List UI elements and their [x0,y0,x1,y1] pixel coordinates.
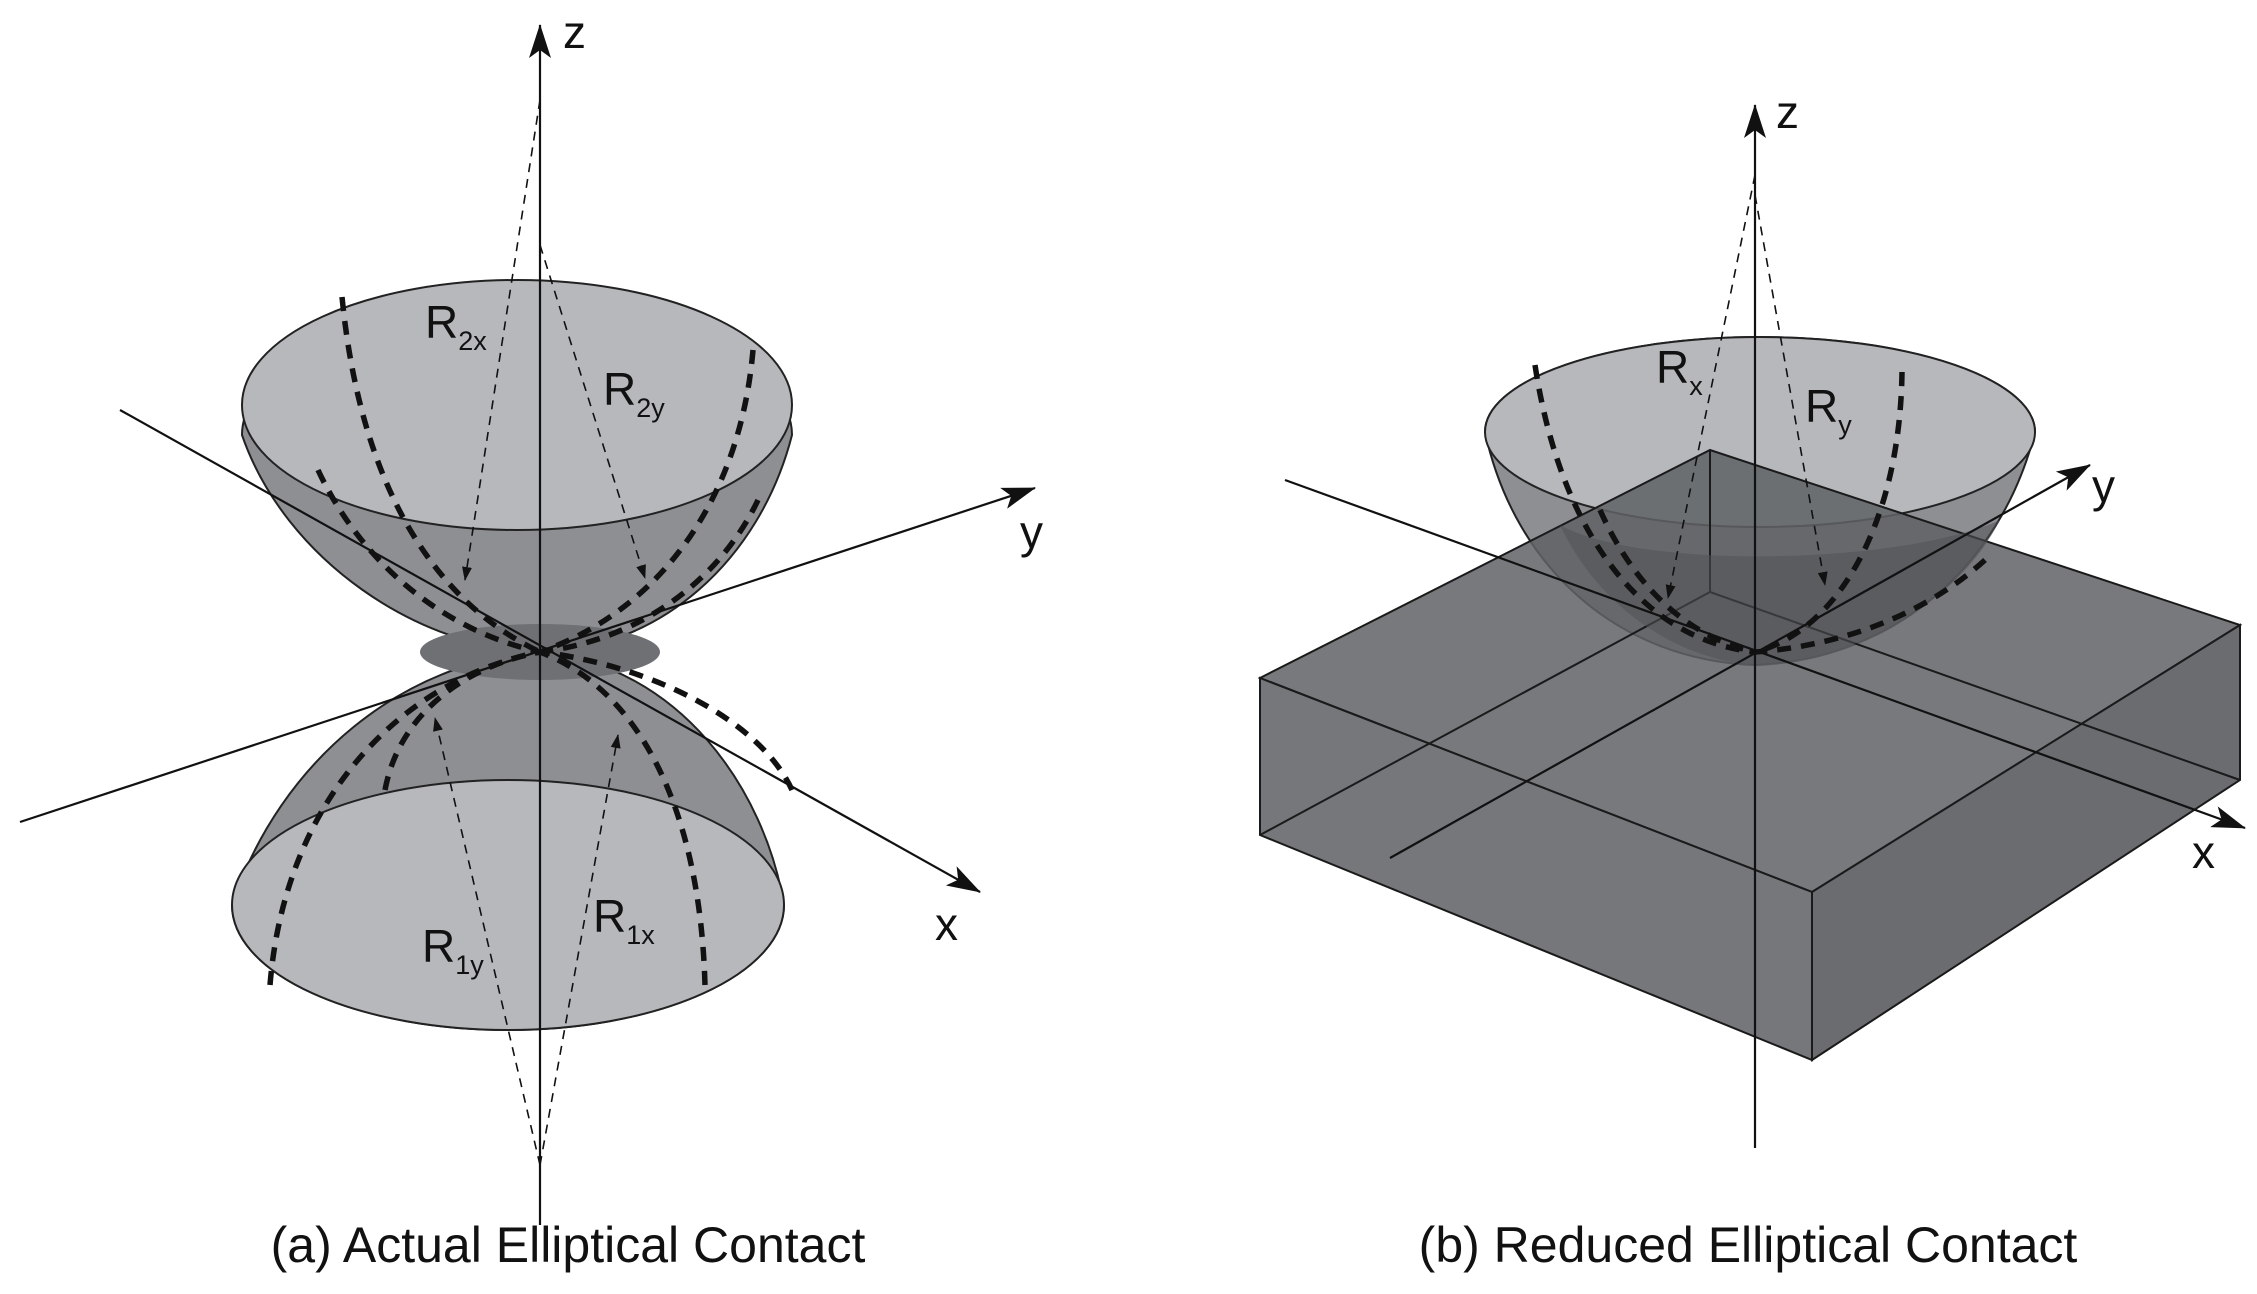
upper-body-face [241,279,793,531]
radius-line-r1y [433,717,541,1166]
radius-line-ry [1754,194,1828,586]
panel-a: z y x R2x R2y R1y R1x (a) Actual Ellipti… [19,6,1043,1273]
caption-a: (a) Actual Elliptical Contact [271,1217,866,1273]
radius-line-rx [1665,174,1756,599]
panel-b: z y x Rx Ry (b) Reduced Elliptical Conta… [1257,86,2246,1273]
y-axis-b [1389,464,2091,859]
upper-meridian-4 [539,498,761,655]
x-axis-label-b: x [2192,826,2215,878]
radius-label-r1x: R1x [593,890,655,950]
upper-meridian-2 [539,349,756,655]
radius-label-ry: Ry [1805,380,1852,440]
radius-label-r1y: R1y [422,920,484,980]
lower-meridian-2 [539,649,708,986]
upper-meridian-3 [315,468,541,655]
lower-meridian-1 [267,649,541,986]
z-axis-label-a: z [563,6,586,58]
radius-line-r2y [539,244,646,579]
radius-line-r2x [462,99,541,581]
box-hidden-edge-2 [1259,591,1711,836]
dome-meridian-4 [1754,557,1987,655]
dome-submerged [1560,520,2000,665]
y-axis-label-a: y [1020,506,1043,558]
dome-meridian-1 [1532,364,1756,655]
x-axis-a [119,409,981,893]
x-axis-b [1284,478,2246,830]
radius-label-r2y: R2y [603,363,665,423]
lower-meridian-4 [539,649,795,792]
z-axis-label-b: z [1776,86,1799,138]
dome-meridian-2 [1754,371,1905,655]
dome-meridian-3 [1597,508,1756,655]
lower-body-face [231,779,785,1031]
radius-label-r2x: R2x [425,296,487,356]
x-axis-label-a: x [935,898,958,950]
y-axis-label-b: y [2092,460,2115,512]
caption-b: (b) Reduced Elliptical Contact [1419,1217,2078,1273]
y-axis-a [19,486,1036,824]
radius-line-r1x [539,734,621,1166]
radius-label-rx: Rx [1656,341,1703,401]
